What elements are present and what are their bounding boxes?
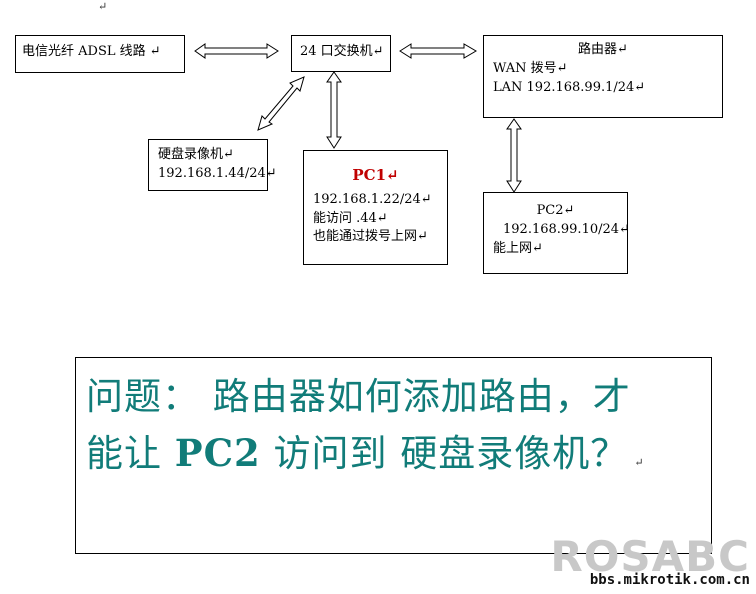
switch-label: 24 口交换机↵ <box>300 44 384 59</box>
watermark-site: bbs.mikrotik.com.cn <box>589 572 750 588</box>
pc2-net: 能上网↵ <box>493 240 543 256</box>
paragraph-mark: ↵ <box>98 0 108 13</box>
question-line-2-pre: 能让 <box>86 432 175 475</box>
node-switch: 24 口交换机↵ <box>291 35 391 72</box>
arrow-switch-router <box>399 43 477 59</box>
telecom-label: 电信光纤 ADSL 线路 ↵ <box>22 44 161 59</box>
pc2-title: PC2↵ <box>536 203 575 218</box>
arrow-switch-dvr <box>257 76 305 131</box>
node-telecom-adsl: 电信光纤 ADSL 线路 ↵ <box>15 35 185 73</box>
pc1-dial: 也能通过拨号上网↵ <box>313 229 428 245</box>
router-title: 路由器↵ <box>578 42 628 57</box>
router-lan: LAN 192.168.99.1/24↵ <box>493 79 646 95</box>
router-wan: WAN 拨号↵ <box>493 60 568 76</box>
question-line-2-post: 访问到 硬盘录像机？ <box>260 432 629 475</box>
question-pc2: PC2 <box>174 431 261 475</box>
pc1-access: 能访问 .44↵ <box>313 210 388 226</box>
pc1-title: PC1↵ <box>352 166 399 184</box>
node-dvr: 硬盘录像机↵ 192.168.1.44/24↵ <box>148 139 277 191</box>
node-pc1: PC1↵ 192.168.1.22/24↵ 能访问 .44↵ 也能通过拨号上网↵ <box>303 150 448 265</box>
dvr-title: 硬盘录像机↵ <box>158 147 234 162</box>
watermark: ROSABC bbs.mikrotik.com.cn <box>550 532 750 589</box>
pc1-ip: 192.168.1.22/24↵ <box>313 191 432 207</box>
question-end-mark: ↵ <box>634 456 645 469</box>
arrow-telecom-switch <box>194 43 279 59</box>
watermark-brand: ROSABC <box>550 532 750 581</box>
arrow-router-pc2 <box>506 118 522 193</box>
node-pc2: PC2↵ 192.168.99.10/24↵ 能上网↵ <box>483 192 630 274</box>
node-router: 路由器↵ WAN 拨号↵ LAN 192.168.99.1/24↵ <box>483 35 723 118</box>
pc2-ip: 192.168.99.10/24↵ <box>503 221 630 237</box>
arrow-switch-pc1 <box>326 71 342 149</box>
question-box: 问题： 路由器如何添加路由，才 能让 PC2 访问到 硬盘录像机？ ↵ <box>75 357 712 554</box>
question-line-1: 问题： 路由器如何添加路由，才 <box>86 375 631 418</box>
dvr-ip: 192.168.1.44/24↵ <box>158 165 277 181</box>
question-text: 问题： 路由器如何添加路由，才 能让 PC2 访问到 硬盘录像机？ ↵ <box>86 368 706 491</box>
